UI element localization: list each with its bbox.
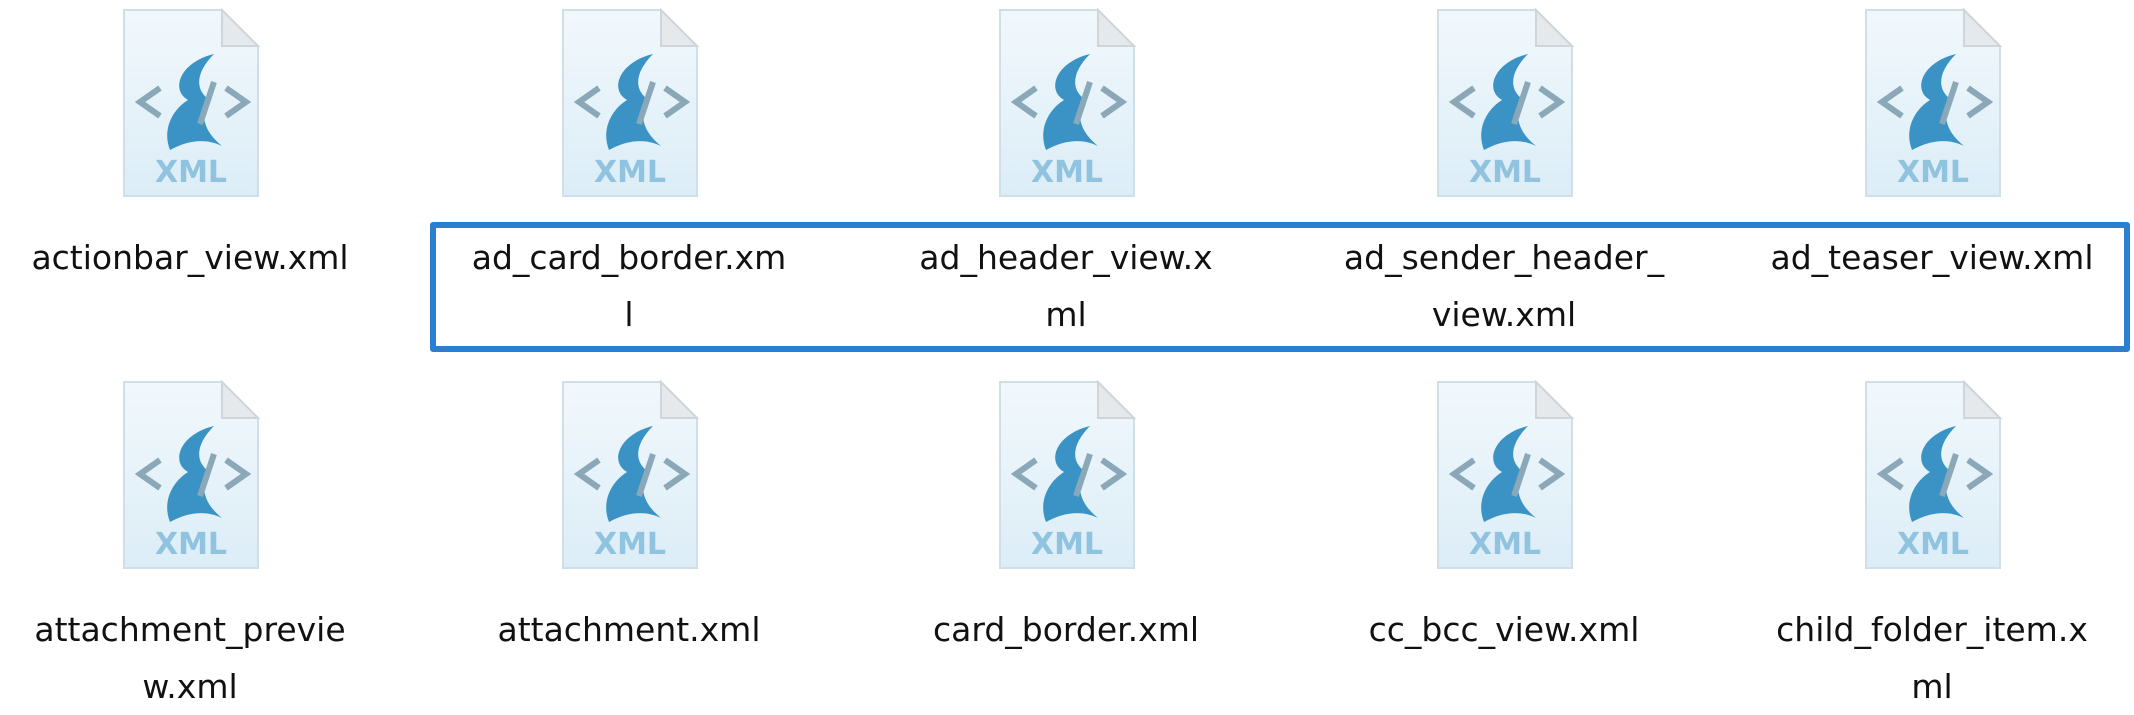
file-name-label[interactable]: cc_bcc_view.xml bbox=[1368, 610, 1640, 649]
xml-file-icon[interactable]: XML bbox=[110, 372, 270, 577]
svg-text:XML: XML bbox=[1897, 527, 1969, 562]
svg-text:XML: XML bbox=[1469, 155, 1541, 190]
xml-file-icon[interactable]: XML bbox=[549, 0, 709, 205]
svg-text:XML: XML bbox=[1031, 527, 1103, 562]
file-name-label[interactable]: actionbar_view.xml bbox=[31, 238, 349, 277]
file-name-label[interactable]: child_folder_item.x ml bbox=[1776, 610, 2088, 706]
file-name-label[interactable]: attachment_previe w.xml bbox=[34, 610, 346, 706]
file-item[interactable]: XML child_folder_item.x ml bbox=[1722, 372, 2134, 715]
file-item[interactable]: XML ad_sender_header_ view.xml bbox=[1294, 0, 1714, 343]
file-name-label[interactable]: attachment.xml bbox=[497, 610, 761, 649]
svg-text:XML: XML bbox=[1469, 527, 1541, 562]
svg-text:XML: XML bbox=[155, 527, 227, 562]
file-item[interactable]: XML attachment_previe w.xml bbox=[0, 372, 400, 715]
file-name-label[interactable]: ad_header_view.x ml bbox=[919, 238, 1213, 334]
svg-text:XML: XML bbox=[155, 155, 227, 190]
file-item[interactable]: XML ad_teaser_view.xml bbox=[1722, 0, 2134, 286]
xml-file-icon[interactable]: XML bbox=[549, 372, 709, 577]
selection-rectangle bbox=[430, 222, 2130, 352]
xml-file-icon[interactable]: XML bbox=[1424, 372, 1584, 577]
file-name-label[interactable]: card_border.xml bbox=[932, 610, 1200, 649]
svg-text:XML: XML bbox=[594, 155, 666, 190]
file-item[interactable]: XML ad_card_border.xm l bbox=[419, 0, 839, 343]
file-item[interactable]: XML card_border.xml bbox=[856, 372, 1276, 658]
xml-file-icon[interactable]: XML bbox=[986, 372, 1146, 577]
xml-file-icon[interactable]: XML bbox=[1852, 0, 2012, 205]
xml-file-icon[interactable]: XML bbox=[1852, 372, 2012, 577]
file-name-label[interactable]: ad_sender_header_ view.xml bbox=[1343, 238, 1665, 334]
xml-file-icon[interactable]: XML bbox=[1424, 0, 1584, 205]
file-name-label[interactable]: ad_teaser_view.xml bbox=[1770, 238, 2094, 277]
xml-file-icon[interactable]: XML bbox=[986, 0, 1146, 205]
file-item[interactable]: XML ad_header_view.x ml bbox=[856, 0, 1276, 343]
file-name-label[interactable]: ad_card_border.xm l bbox=[471, 238, 787, 334]
file-item[interactable]: XML actionbar_view.xml bbox=[0, 0, 400, 286]
svg-text:XML: XML bbox=[594, 527, 666, 562]
file-item[interactable]: XML attachment.xml bbox=[419, 372, 839, 658]
file-item[interactable]: XML cc_bcc_view.xml bbox=[1294, 372, 1714, 658]
svg-text:XML: XML bbox=[1031, 155, 1103, 190]
svg-text:XML: XML bbox=[1897, 155, 1969, 190]
xml-file-icon[interactable]: XML bbox=[110, 0, 270, 205]
